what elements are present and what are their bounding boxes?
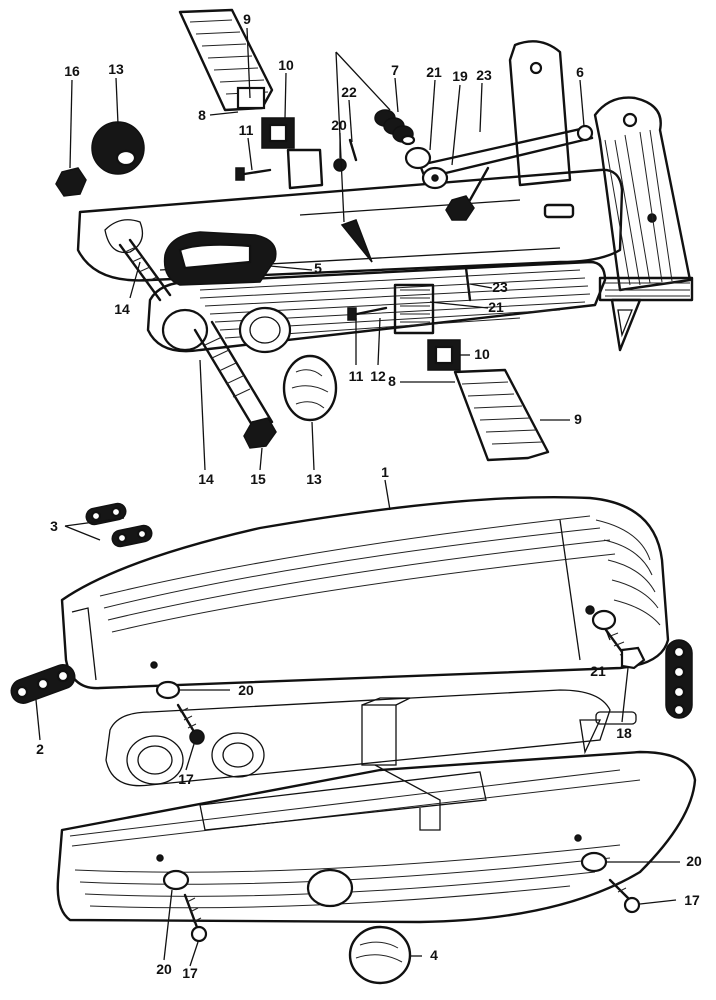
screw-18 [604,628,646,670]
cone-pin [340,219,373,263]
callout-19: 19 [452,68,468,84]
swing-arm-front-tube [146,260,607,354]
swing-arm-right-leg [593,96,694,352]
callout-22: 22 [341,84,357,100]
grommet-20-c [580,851,608,873]
callout-20-mid: 20 [238,682,254,698]
callout-8-lower: 8 [388,373,396,389]
callout-15: 15 [250,471,266,487]
swing-arm-inner-ghost [105,689,637,787]
nut-16 [55,167,87,197]
swing-arm-bracket [508,40,572,187]
callout-4: 4 [430,947,438,963]
footpeg-rubber-upper [178,8,274,112]
callout-11-lower: 11 [349,368,364,384]
callout-20-bottom: 20 [156,961,172,977]
callout-8-upper: 8 [198,107,206,123]
rubber-cap-lower [282,354,338,422]
spring-washer-stack [374,109,416,146]
callout-10-lower: 10 [474,346,490,362]
callout-3: 3 [50,518,58,534]
callout-23-lower: 23 [492,279,508,295]
callout-21-mid: 21 [488,299,504,315]
callout-1: 1 [381,464,389,480]
callout-9-lower: 9 [574,411,582,427]
washer-19 [404,146,449,190]
footpeg-holder-lower [427,339,461,371]
callout-21-lower: 21 [590,663,606,679]
pivot-bolt-lower [193,320,274,432]
callout-20-upper: 20 [331,117,347,133]
grommet-20-b [162,869,190,891]
chain-slider-block [163,231,277,286]
pivot-nut [243,417,277,449]
center-tube [361,697,441,831]
callout-18: 18 [616,725,632,741]
drive-chain-left [10,664,76,704]
callout-23-upper: 23 [476,67,492,83]
footpeg-holder-upper [261,117,324,190]
pivot-bolt-upper [118,238,172,302]
washer-20-upper [333,158,347,172]
leader-lines [35,27,680,967]
nut-21-upper [445,166,490,221]
drive-chain-right [665,639,693,719]
cotter-pin-lower [464,266,472,302]
grommet-21 [591,609,617,631]
chain-case-lower-half [56,750,697,924]
callout-17-bottom: 17 [182,965,198,981]
callout-labels: 9 10 8 11 16 13 20 22 7 21 19 23 6 5 23 … [36,11,702,981]
bolt-11-lower [347,306,388,321]
callout-21-upper: 21 [426,64,442,80]
callout-14-upper: 14 [114,301,130,317]
callout-14-lower: 14 [198,471,214,487]
callout-11-upper: 11 [239,122,254,138]
callout-6: 6 [576,64,584,80]
rubber-cap-upper [91,121,145,175]
rubber-plug [348,925,412,985]
chain-case-upper-half [60,495,670,690]
callout-12: 12 [370,368,386,384]
callout-13-upper: 13 [108,61,124,77]
screw-17-a [176,703,205,745]
callout-17-mid: 17 [178,771,194,787]
callout-9-upper: 9 [243,11,251,27]
callout-20-right: 20 [686,853,702,869]
pin-22 [348,138,358,162]
grommet-20-a [155,680,181,700]
callout-5: 5 [314,260,322,276]
callout-17-right: 17 [684,892,700,908]
master-link [85,502,153,548]
callout-16: 16 [64,63,80,79]
callout-10-upper: 10 [278,57,294,73]
screw-17-c [608,878,641,914]
bolt-11-upper [235,167,272,181]
callout-13-lower: 13 [306,471,322,487]
callout-2: 2 [36,741,44,757]
footpeg-rubber-lower [453,368,550,462]
screw-17-b [183,893,208,943]
callout-7: 7 [391,62,399,78]
